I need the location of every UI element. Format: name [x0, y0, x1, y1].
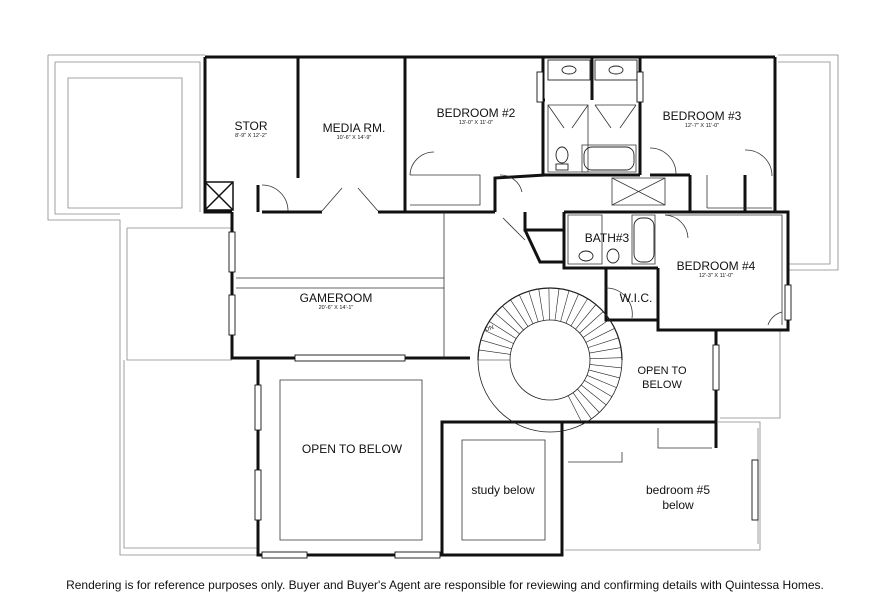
wic-label: W.I.C. — [620, 291, 653, 305]
stair-tread — [589, 357, 623, 359]
bedroom-5-line2: below — [662, 498, 694, 512]
walls — [203, 55, 790, 557]
stair-tread — [560, 290, 570, 322]
fixtures — [547, 59, 655, 264]
gameroom-dims: 20'-6" X 14'-1" — [319, 305, 354, 311]
bedroom-5-line1: bedroom #5 — [646, 483, 710, 497]
stair-tread — [528, 291, 539, 322]
stair-tread — [502, 305, 524, 331]
stair-tread — [586, 375, 617, 388]
stair-tread — [489, 321, 517, 339]
stair-tread — [581, 384, 607, 406]
stair-tread — [589, 364, 622, 369]
stair-tread — [582, 319, 610, 338]
open-to-below-right-line1: OPEN TO — [637, 365, 687, 377]
open-to-below-left-label: OPEN TO BELOW — [302, 442, 403, 456]
stair-tread — [572, 392, 592, 420]
stair-tread — [570, 298, 588, 327]
study-below-label: study below — [471, 483, 535, 497]
stair-tread — [484, 330, 514, 344]
media-dims: 10'-6" X 14'-9" — [337, 135, 372, 141]
stor-label: STOR — [234, 119, 267, 133]
stair-tread — [579, 311, 604, 334]
stair-direction-label: DN — [485, 325, 495, 334]
gameroom-label: GAMEROOM — [300, 291, 373, 305]
stair-tread — [519, 294, 534, 324]
open-to-below-right-line2: BELOW — [642, 379, 682, 391]
stair-tread — [565, 293, 579, 324]
stair-tread — [589, 347, 621, 354]
bedroom-2-label: BEDROOM #2 — [437, 106, 516, 120]
stair-tread — [585, 328, 615, 343]
bedroom-4-dims: 12'-3" X 11'-0" — [699, 273, 733, 279]
stair-tread — [567, 395, 583, 425]
door-swings — [261, 104, 783, 326]
stair-tread — [548, 287, 550, 321]
bath-3-label: BATH#3 — [585, 231, 630, 245]
stor-closet — [204, 181, 234, 211]
stair-tread — [538, 288, 544, 321]
stair-tread — [510, 299, 529, 327]
bedroom-2-dims: 13'-0" X 11'-0" — [459, 120, 493, 126]
bedroom-3-label: BEDROOM #3 — [663, 109, 742, 123]
disclaimer-text: Rendering is for reference purposes only… — [66, 578, 824, 592]
stair-tread — [554, 288, 560, 321]
stair-tread — [587, 337, 619, 348]
bedroom-3-dims: 12'-7" X 11'-0" — [685, 123, 719, 129]
windows — [228, 71, 792, 559]
stair-tread — [584, 380, 613, 397]
stair-tread — [575, 304, 597, 330]
stor-dims: 8'-9" X 12'-2" — [235, 133, 267, 139]
stair-tread — [577, 388, 600, 413]
stair-tread — [495, 312, 520, 335]
interior-lines — [236, 104, 783, 541]
bedroom-4-label: BEDROOM #4 — [677, 259, 756, 273]
stair-tread — [480, 339, 512, 350]
stair-tread — [478, 349, 511, 355]
room-labels: STOR 8'-9" X 12'-2" MEDIA RM. 10'-6" X 1… — [234, 106, 755, 512]
stair-tread — [588, 369, 620, 379]
media-label: MEDIA RM. — [323, 121, 386, 135]
stair-treads — [478, 287, 623, 425]
